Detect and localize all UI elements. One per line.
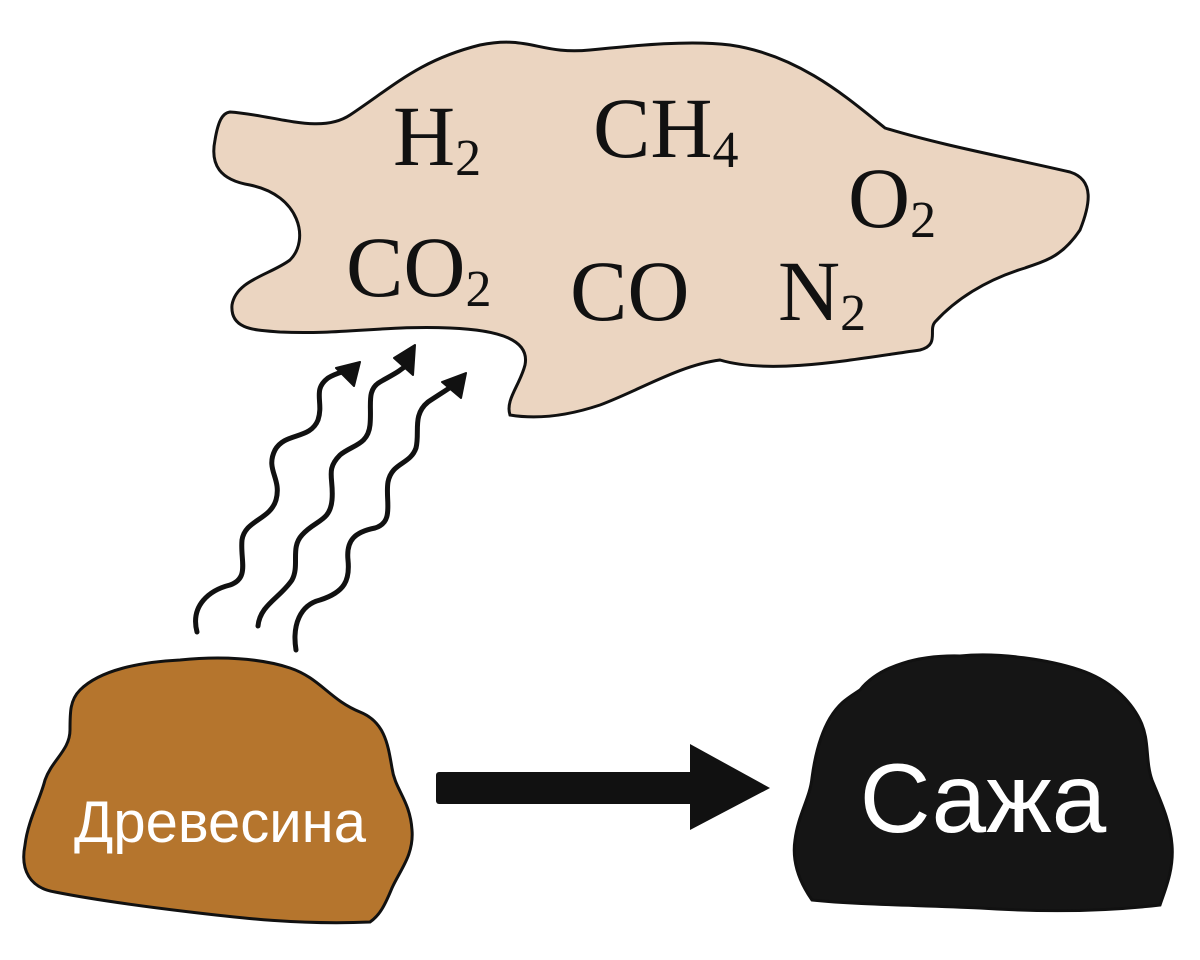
formula-oxygen-subscript: 2: [910, 192, 936, 249]
gas-arrow-1-head: [335, 361, 361, 387]
formula-oxygen: O2: [848, 150, 936, 249]
formula-methane-subscript: 4: [712, 122, 738, 179]
arrow-shaft: [436, 772, 698, 804]
gas-cloud: [212, 40, 1090, 419]
wood-label: Древесина: [74, 790, 367, 855]
formula-carbon-dioxide: CO2: [346, 219, 491, 318]
wood-lump: [22, 656, 414, 925]
soot-lump: [792, 653, 1174, 913]
arrow-head: [690, 744, 770, 830]
formula-hydrogen-symbol: H: [393, 88, 455, 184]
soot-label: Сажа: [860, 743, 1107, 853]
formula-hydrogen: H2: [393, 88, 481, 187]
formula-hydrogen-subscript: 2: [455, 130, 481, 187]
gas-arrow-2: [255, 359, 413, 629]
gas-arrow-3: [292, 379, 461, 653]
formula-nitrogen-symbol: N: [778, 243, 840, 339]
wood-block: Древесина: [22, 656, 414, 925]
formula-methane-symbol: CH: [593, 80, 712, 176]
formula-carbon-monoxide-symbol: CO: [570, 243, 689, 339]
formula-nitrogen: N2: [778, 243, 866, 342]
gas-formulas: H2 CH4 O2 CO2 CO N2: [346, 80, 936, 342]
gas-arrow-1: [193, 365, 356, 635]
formula-methane: CH4: [593, 80, 738, 179]
formula-carbon-dioxide-subscript: 2: [465, 261, 491, 318]
formula-carbon-dioxide-symbol: CO: [346, 219, 465, 315]
process-arrow: [436, 744, 770, 830]
formula-oxygen-symbol: O: [848, 150, 910, 246]
gas-arrow-2-head: [393, 344, 416, 376]
gas-arrow-3-head: [441, 372, 467, 399]
formula-carbon-monoxide: CO: [570, 243, 689, 339]
rising-gas-arrows: [193, 344, 467, 653]
soot-block: Сажа: [792, 653, 1174, 913]
formula-nitrogen-subscript: 2: [840, 285, 866, 342]
